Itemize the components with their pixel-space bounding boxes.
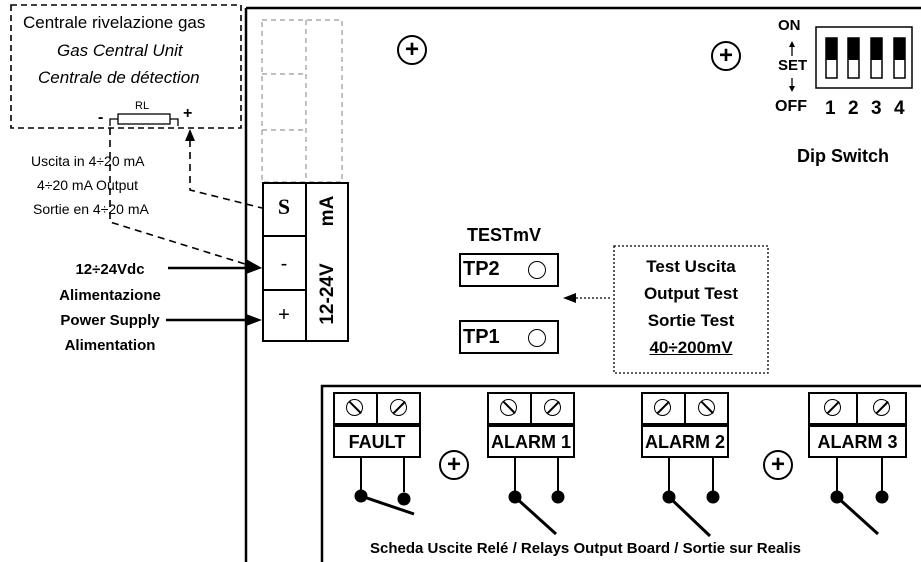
- relay-board-edge: [320, 384, 921, 562]
- screw-icon[interactable]: [346, 399, 363, 416]
- test-output-en: Output Test: [643, 284, 739, 303]
- screw-icon[interactable]: [390, 399, 407, 416]
- alarm2-label: ALARM 2: [645, 432, 725, 452]
- central-unit-title-fr: Centrale de détection: [38, 68, 200, 87]
- tp2-test-point[interactable]: [528, 261, 546, 279]
- dip-switch-body: [815, 26, 913, 89]
- alarm1-label-box: [487, 425, 575, 458]
- resistor-lead-right: [170, 118, 179, 126]
- power-label-it: Alimentazione: [59, 287, 161, 304]
- dip-number-2: 2: [848, 98, 859, 119]
- dip-number-4: 4: [894, 98, 905, 119]
- test-output-range: 40÷200mV: [649, 338, 733, 357]
- alarm2-label-box: [641, 425, 729, 458]
- resistor-lead-left: [109, 118, 118, 126]
- output-label-en: 4÷20 mA Output: [37, 177, 139, 193]
- terminal-minus: -: [280, 253, 288, 275]
- relay-board-label: Scheda Uscite Relé / Relays Output Board…: [370, 540, 801, 557]
- alarm1-label: ALARM 1: [491, 432, 571, 452]
- alarm3-terminal-divider: [856, 392, 858, 425]
- fault-label: FAULT: [348, 432, 406, 452]
- relay-contacts: [354, 458, 889, 538]
- resistor-label: RL: [135, 100, 150, 112]
- output-label-it: Uscita in 4÷20 mA: [31, 153, 145, 169]
- central-unit-plus: +: [183, 105, 193, 122]
- central-unit-title-en: Gas Central Unit: [57, 41, 183, 60]
- central-unit-box: [10, 4, 242, 129]
- dip-switch-label: Dip Switch: [797, 146, 890, 166]
- power-minus-arrow: [246, 262, 262, 274]
- mounting-hole-relay-left: +: [439, 450, 469, 480]
- screw-icon[interactable]: [698, 399, 715, 416]
- power-label-fr: Alimentation: [64, 337, 156, 354]
- test-pointer-arrow: [563, 293, 576, 303]
- output-label-fr: Sortie en 4÷20 mA: [33, 201, 149, 217]
- screw-icon[interactable]: [824, 399, 841, 416]
- fault-terminal-divider: [376, 392, 378, 425]
- terminal-divider-v: [305, 182, 307, 342]
- terminal-outline-grid: [261, 19, 343, 183]
- screw-icon[interactable]: [654, 399, 671, 416]
- power-label-en: Power Supply: [60, 312, 160, 329]
- dip-number-3: 3: [871, 98, 882, 119]
- dip-number-1: 1: [825, 98, 836, 119]
- alarm2-terminal-divider: [684, 392, 686, 425]
- terminal-divider-h2: [262, 289, 306, 291]
- terminal-plus: +: [278, 304, 290, 326]
- alarm3-label-box: [808, 425, 907, 458]
- power-label-voltage: 12÷24Vdc: [75, 261, 145, 278]
- return-wire: [109, 128, 246, 265]
- resistor-rl: [117, 113, 171, 125]
- signal-wire: [189, 140, 263, 209]
- central-unit-title: Centrale rivelazione gas: [23, 13, 206, 32]
- alarm3-label: ALARM 3: [817, 432, 898, 452]
- central-unit-minus: -: [98, 109, 104, 126]
- signal-arrow: [185, 129, 195, 141]
- mounting-hole-top: +: [397, 35, 427, 65]
- terminal-ma: mA: [317, 195, 338, 227]
- test-output-fr: Sortie Test: [647, 311, 735, 330]
- tp1-label: TP1: [463, 326, 500, 348]
- test-output-it: Test Uscita: [646, 257, 736, 276]
- mounting-hole-relay-right: +: [763, 450, 793, 480]
- terminal-divider-h1: [262, 235, 306, 237]
- dip-off-label: OFF: [775, 98, 807, 115]
- fault-label-box: [333, 425, 421, 458]
- screw-icon[interactable]: [500, 399, 517, 416]
- screw-icon[interactable]: [873, 399, 890, 416]
- screw-icon[interactable]: [544, 399, 561, 416]
- mounting-hole-top-right: +: [711, 41, 741, 71]
- terminal-supply: 12-24V: [317, 263, 338, 325]
- tp1-test-point[interactable]: [528, 329, 546, 347]
- test-points-heading: TESTmV: [467, 225, 542, 245]
- tp2-label: TP2: [463, 258, 500, 280]
- alarm1-terminal-divider: [530, 392, 532, 425]
- terminal-s: S: [277, 194, 291, 219]
- dip-set-label: SET: [778, 57, 808, 74]
- test-output-box: [613, 245, 769, 374]
- power-plus-arrow: [246, 314, 262, 326]
- dip-on-label: ON: [778, 17, 801, 34]
- dip-switch-toggles: [825, 37, 906, 79]
